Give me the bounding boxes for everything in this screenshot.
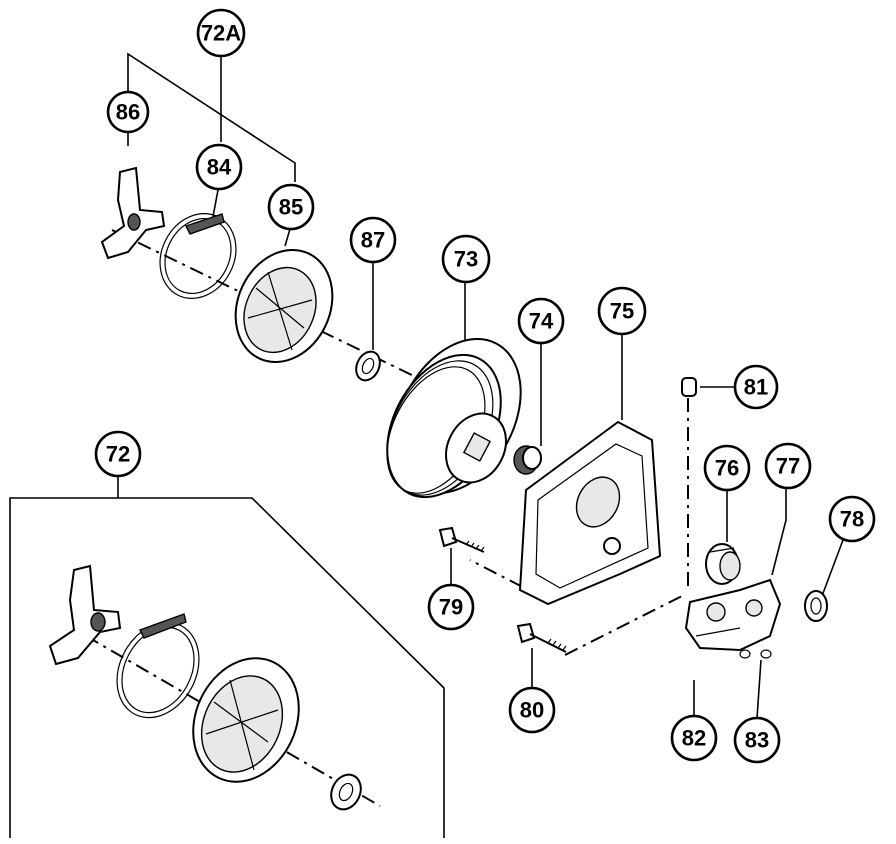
bolt-80-part (516, 622, 567, 653)
seal-part (804, 590, 828, 622)
oil-pump-worm-part (705, 543, 741, 585)
callout-86: 86 (106, 90, 150, 134)
plug-part (681, 377, 697, 397)
clutch-spring-part (159, 213, 237, 299)
inset-clutch-spring-part (116, 613, 200, 719)
callout-86-label: 86 (116, 100, 140, 125)
callout-79: 79 (427, 583, 475, 631)
callout-75: 75 (597, 286, 647, 336)
oil-pump-body-part (684, 578, 782, 652)
callout-81-label: 81 (744, 375, 768, 400)
callout-84: 84 (195, 143, 243, 191)
callout-78-label: 78 (840, 507, 864, 532)
callout-85-label: 85 (279, 195, 303, 220)
side-plate-part (518, 420, 662, 606)
callout-80-label: 80 (520, 698, 544, 723)
callout-75-label: 75 (610, 299, 634, 324)
callout-77-label: 77 (776, 454, 800, 479)
callout-83-label: 83 (745, 728, 769, 753)
washer-part (355, 350, 381, 382)
callout-72a-label: 72A (201, 21, 241, 46)
callout-85: 85 (267, 183, 315, 231)
callout-74-label: 74 (529, 309, 554, 334)
callout-72a: 72A (196, 8, 246, 58)
inset-clutch-shoe-part (192, 657, 300, 783)
callout-73-label: 73 (454, 247, 478, 272)
needle-bearing-part (513, 445, 542, 475)
callout-78: 78 (828, 495, 876, 543)
callout-74: 74 (517, 297, 565, 345)
callout-82: 82 (670, 714, 718, 762)
bolt-79-part (438, 526, 485, 553)
callout-80: 80 (508, 686, 556, 734)
callout-87-label: 87 (361, 228, 385, 253)
callout-76-label: 76 (715, 456, 739, 481)
callout-72: 72 (94, 430, 142, 478)
callout-73: 73 (441, 234, 491, 284)
callout-82-label: 82 (682, 726, 706, 751)
clutch-hub-spider-part (100, 166, 166, 260)
callout-81: 81 (733, 364, 779, 410)
callout-87: 87 (349, 216, 397, 264)
callout-83: 83 (733, 716, 781, 764)
callout-72-label: 72 (106, 442, 130, 467)
clutch-drum-part (386, 337, 522, 499)
inset-washer-part (330, 773, 362, 811)
leader-lines (9, 52, 844, 838)
inset-clutch-spider-part (48, 564, 122, 666)
callout-76: 76 (703, 444, 751, 492)
o-ring-parts (739, 649, 772, 659)
clutch-shoe-part (234, 248, 334, 364)
callout-77: 77 (764, 442, 812, 490)
callout-79-label: 79 (439, 595, 463, 620)
callout-84-label: 84 (207, 155, 232, 180)
